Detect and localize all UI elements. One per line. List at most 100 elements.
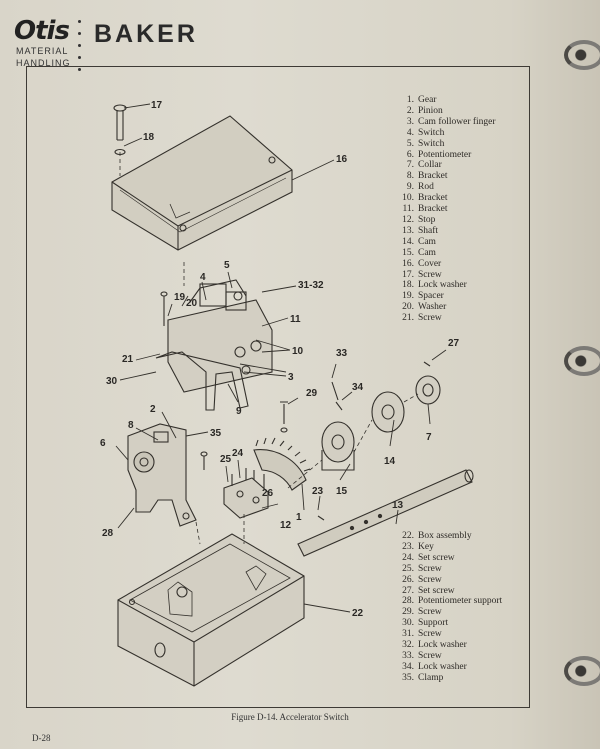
switch-assembly-part	[155, 279, 273, 411]
part-name: Cam follower finger	[418, 116, 496, 127]
potentiometer-support-part	[127, 423, 197, 527]
parts-list-item: 11.Bracket	[392, 204, 496, 215]
callout-15: 15	[336, 486, 348, 497]
callout-14: 14	[384, 456, 396, 467]
callout-34: 34	[352, 382, 364, 393]
callout-1: 1	[296, 512, 302, 523]
parts-list-item: 24.Set screw	[392, 553, 502, 564]
part-number: 13.	[402, 225, 414, 236]
part-number: 15.	[402, 247, 414, 258]
part-number: 4.	[406, 127, 414, 138]
part-name: Screw	[418, 269, 442, 280]
part-number: 21.	[402, 313, 414, 324]
part-number: 3.	[406, 116, 414, 127]
parts-list-item: 3. Cam follower finger	[392, 117, 496, 128]
callout-4: 4	[200, 272, 206, 283]
part-name: Key	[418, 541, 434, 552]
part-number: 6.	[406, 149, 414, 160]
parts-list-item: 12.Stop	[392, 215, 496, 226]
part-number: 10.	[402, 193, 414, 204]
callout-17: 17	[151, 100, 163, 111]
part-number: 30.	[402, 618, 414, 629]
callout-3: 3	[288, 372, 294, 383]
parts-list-item: 32.Lock washer	[392, 640, 502, 651]
otis-logo: Otis	[14, 16, 70, 46]
part-number: 5.	[406, 138, 414, 149]
callout-28: 28	[102, 528, 114, 539]
parts-list-item: 13. Shaft	[392, 226, 496, 237]
parts-list-item: 16. Cover	[392, 259, 496, 270]
parts-list-item: 34.Lock washer	[392, 662, 502, 673]
part-name: Screw	[418, 607, 442, 618]
page-header: Otis MATERIAL HANDLING BAKER	[10, 14, 270, 74]
parts-list-item: 22.Box assembly	[392, 531, 502, 542]
stop-part	[223, 468, 269, 519]
parts-list-item: 27.Set screw	[392, 586, 502, 597]
callout-12: 12	[280, 520, 292, 531]
part-name: Cover	[418, 258, 442, 269]
logo-subtitle-material: MATERIAL	[16, 46, 69, 56]
part-name: Switch	[418, 127, 445, 138]
part-name: Pinion	[418, 105, 443, 116]
callout-2: 2	[150, 404, 156, 415]
part-number: 14.	[402, 236, 414, 247]
parts-list-item: 20.Washer	[392, 302, 496, 313]
callout-13: 13	[392, 500, 404, 511]
parts-list-item: 14.Cam	[392, 237, 496, 248]
callout-24: 24	[232, 448, 244, 459]
part-name: Potentiometer support	[418, 596, 503, 607]
callout-35: 35	[210, 428, 222, 439]
callout-19: 19	[174, 292, 186, 303]
part-number: 32.	[402, 640, 414, 651]
parts-list-item: 2. Pinion	[392, 106, 496, 117]
part-number: 28.	[402, 596, 414, 607]
part-name: Screw	[418, 563, 442, 574]
part-name: Screw	[418, 650, 442, 661]
part-name: Bracket	[418, 204, 448, 215]
parts-list-item: 1.Gear	[392, 95, 496, 106]
part-number: 33.	[402, 650, 414, 661]
part-number: 26.	[402, 574, 414, 585]
binder-ring-middle	[564, 346, 600, 376]
callout-11: 11	[290, 314, 301, 325]
part-number: 2.	[406, 105, 414, 116]
part-name: Gear	[418, 95, 437, 105]
part-name: Stop	[418, 214, 436, 225]
parts-list-item: 31.Screw	[392, 629, 502, 640]
callout-8: 8	[128, 420, 134, 431]
part-number: 29.	[402, 607, 414, 618]
part-name: Set screw	[418, 552, 455, 563]
callout-labels: 17 18 16 4 5 31-32 11 10 3 21 30 20 19 9…	[100, 100, 460, 619]
parts-list-item: 9.Rod	[392, 182, 496, 193]
parts-list-item: 17.Screw	[392, 270, 496, 281]
parts-list-item: 15.Cam	[392, 248, 496, 259]
part-name: Lock washer	[418, 661, 467, 672]
part-number: 35.	[402, 672, 414, 683]
binder-ring-bottom	[564, 656, 600, 686]
page-number: D-28	[32, 733, 51, 743]
screw-17-part	[113, 104, 127, 156]
part-name: Bracket	[418, 171, 448, 182]
part-name: Spacer	[418, 291, 444, 302]
callout-18: 18	[143, 132, 155, 143]
callout-26: 26	[262, 488, 274, 499]
part-name: Screw	[418, 629, 442, 640]
callout-25: 25	[220, 454, 232, 465]
part-name: Set screw	[418, 585, 455, 596]
callout-31-32: 31-32	[298, 280, 324, 291]
callout-29: 29	[306, 388, 318, 399]
parts-list-item: 10.Bracket	[392, 193, 496, 204]
part-number: 19.	[402, 291, 414, 302]
part-number: 16.	[402, 258, 414, 269]
header-separator-dots	[78, 20, 84, 80]
part-number: 7.	[406, 160, 414, 171]
shaft-part	[297, 469, 474, 557]
callout-6: 6	[100, 438, 106, 449]
parts-list-item: 26.Screw	[392, 575, 502, 586]
part-name: Support	[418, 618, 449, 629]
callout-23: 23	[312, 486, 324, 497]
part-name: Shaft	[418, 225, 439, 236]
